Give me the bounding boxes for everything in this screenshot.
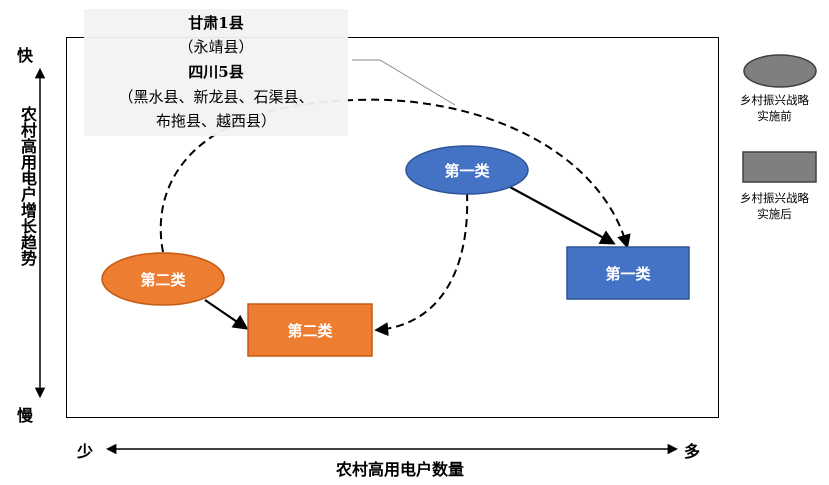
solid-arrow-class2 <box>204 299 249 330</box>
annotation-line-2: （永靖县） <box>178 38 254 56</box>
annotation-line-1: 甘肃1县 <box>188 14 244 32</box>
class1-after-rect <box>566 246 690 300</box>
class1-before-label: 第一类 <box>444 161 490 180</box>
annotation-leader-line <box>352 59 456 106</box>
legend-after-swatch <box>742 151 817 183</box>
x-axis-title: 农村高用电户数量 <box>335 460 464 479</box>
class2-before-label: 第二类 <box>140 270 186 289</box>
class1-after-label: 第一类 <box>605 264 651 283</box>
class1-before-ellipse <box>405 145 529 195</box>
annotation-line-3: 四川5县 <box>188 63 244 81</box>
legend-before-label-2: 实施前 <box>757 109 792 123</box>
y-axis-bottom-label: 慢 <box>16 406 33 425</box>
annotation-line-4: （黑水县、新龙县、石渠县、 <box>118 88 314 106</box>
legend-before-swatch <box>743 54 817 88</box>
solid-arrow-class1 <box>507 185 616 245</box>
y-axis-top-label: 快 <box>16 46 33 65</box>
legend-after-label-2: 实施后 <box>757 207 792 221</box>
y-axis-title: 农村高用电户增长趋势 <box>18 106 37 266</box>
dashed-arrow-class2-to-class1 <box>159 98 631 253</box>
annotation-line-5: 布拖县、越西县） <box>155 112 276 130</box>
dashed-arrow-class1-to-class2 <box>374 192 469 337</box>
x-axis-right-label: 多 <box>684 442 701 461</box>
annotation-box <box>84 9 348 136</box>
legend-before-label-1: 乡村振兴战略 <box>740 93 809 107</box>
x-axis-left-label: 少 <box>77 442 94 461</box>
class2-after-rect <box>247 303 373 357</box>
class2-after-label: 第二类 <box>287 321 333 340</box>
legend-after-label-1: 乡村振兴战略 <box>740 191 809 205</box>
class2-before-ellipse <box>101 252 225 306</box>
